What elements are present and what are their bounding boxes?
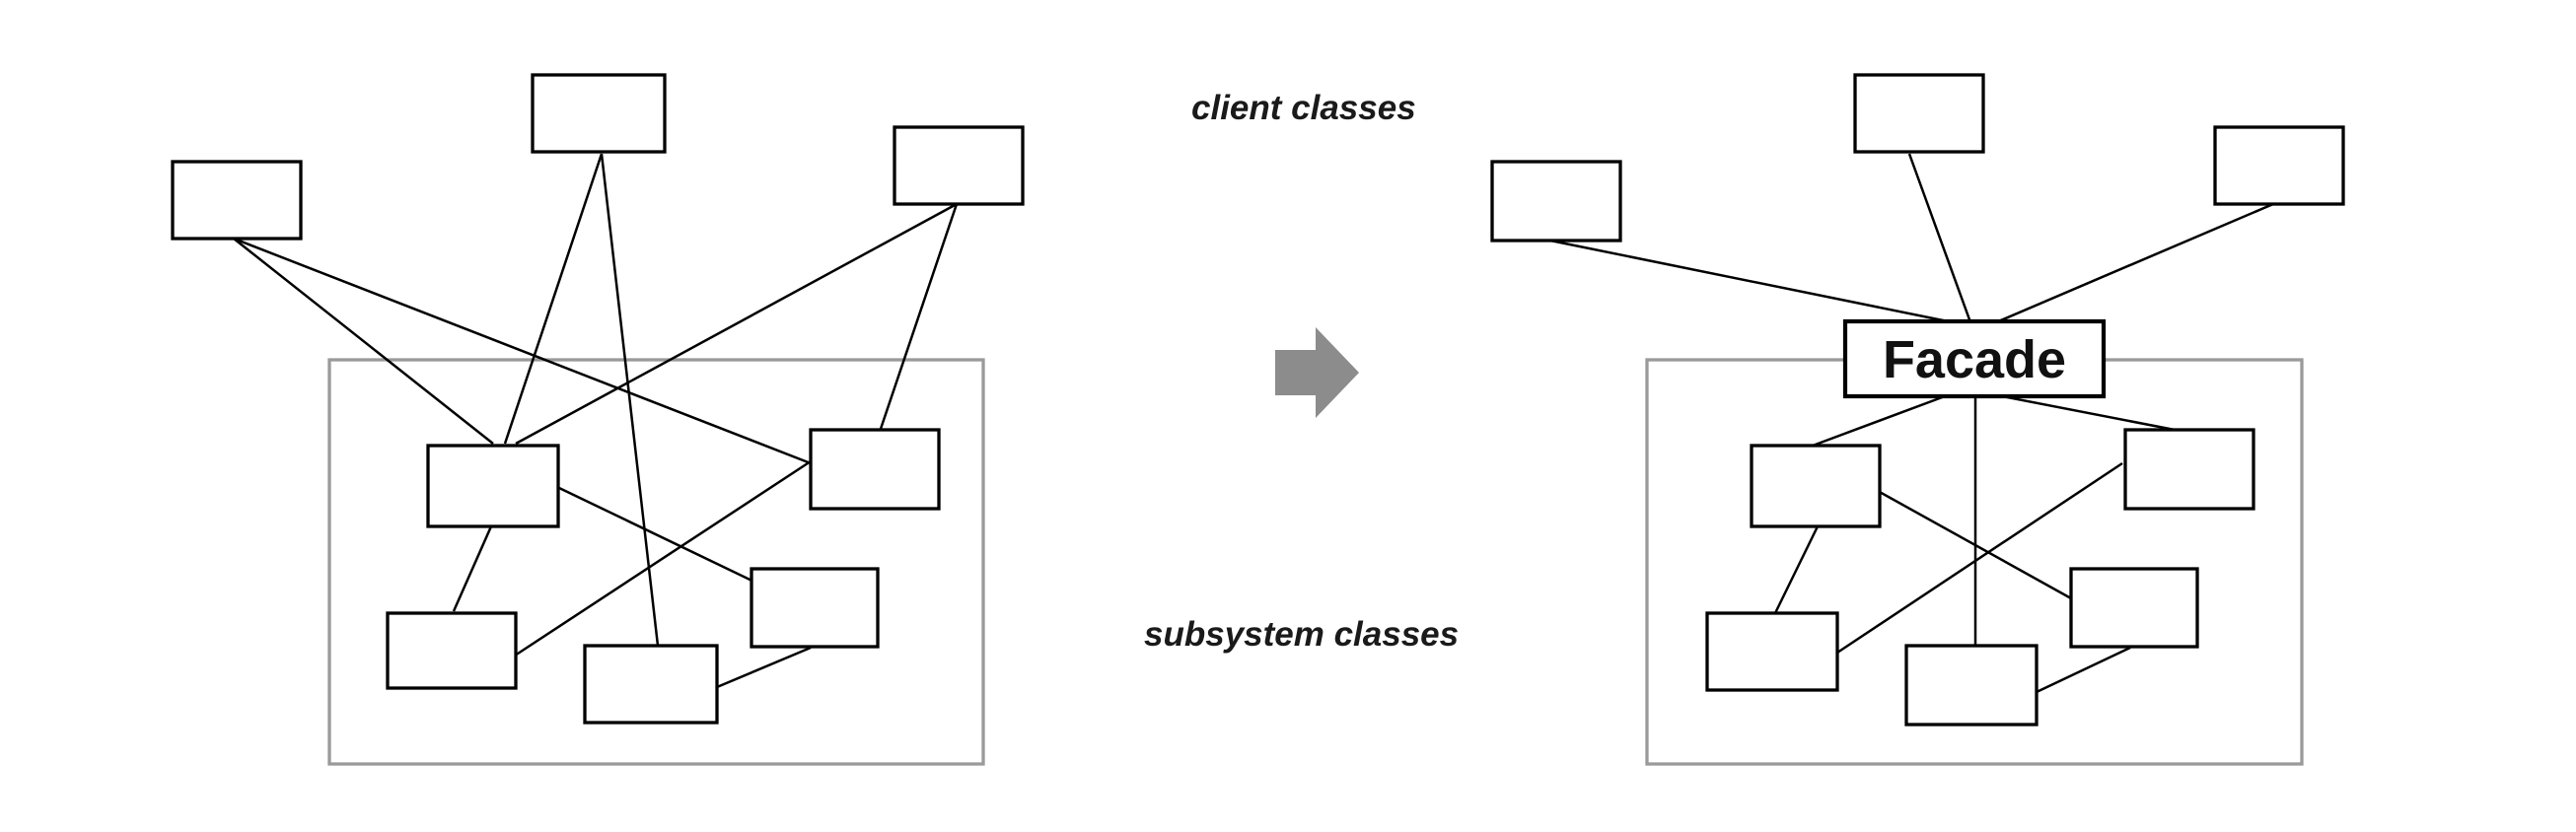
subsystem-classes-label: subsystem classes	[1144, 615, 1459, 654]
connection-lines	[233, 153, 959, 689]
connection-line	[1907, 153, 1972, 323]
connection-line	[600, 153, 660, 647]
diagram-before	[171, 73, 1025, 766]
connection-line	[514, 459, 812, 658]
connection-line	[1773, 525, 1820, 614]
subsystem-class-box	[809, 428, 941, 511]
connection-line	[1812, 394, 1946, 448]
diagram-after: Facade	[1490, 73, 2345, 766]
right-arrow-icon	[1275, 327, 1359, 418]
client-class-box	[531, 73, 667, 154]
subsystem-classes	[1705, 428, 2255, 727]
subsystem-class-box	[2069, 567, 2199, 649]
connection-line	[879, 203, 959, 430]
client-class-box	[171, 160, 303, 241]
subsystem-class-box	[426, 444, 560, 528]
connection-line	[2036, 646, 2131, 694]
subsystem-class-box	[1904, 644, 2039, 727]
subsystem-class-box	[750, 567, 880, 649]
facade-class: Facade	[1842, 318, 2107, 399]
client-classes	[171, 73, 1025, 241]
connection-line	[1877, 489, 2072, 600]
connection-line	[233, 237, 812, 465]
client-class-box	[1853, 73, 1985, 154]
subsystem-classes	[386, 428, 941, 725]
connection-line	[2001, 394, 2176, 432]
client-class-box	[1490, 160, 1622, 243]
subsystem-class-box	[1750, 444, 1882, 528]
subsystem-class-box	[1705, 611, 1839, 692]
client-class-box	[2213, 125, 2345, 206]
client-facade-lines	[1549, 153, 2274, 324]
client-class-box	[893, 125, 1025, 206]
connection-line	[452, 525, 493, 612]
subsystem-class-box	[583, 644, 719, 725]
subsystem-class-box	[386, 611, 518, 690]
connection-line	[515, 202, 958, 446]
connection-line	[1549, 239, 1954, 324]
facade-label: Facade	[1883, 330, 2066, 389]
client-classes	[1490, 73, 2345, 243]
connection-line	[503, 153, 604, 445]
subsystem-boundary	[327, 358, 985, 766]
facade-box	[1842, 318, 2107, 399]
subsystem-class-box	[2123, 428, 2255, 511]
subsystem-lines	[1773, 394, 2176, 694]
connection-line	[233, 238, 494, 445]
connection-line	[716, 646, 812, 689]
connection-line	[1995, 202, 2274, 324]
client-classes-label: client classes	[1191, 89, 1416, 127]
connection-line	[1836, 461, 2123, 655]
